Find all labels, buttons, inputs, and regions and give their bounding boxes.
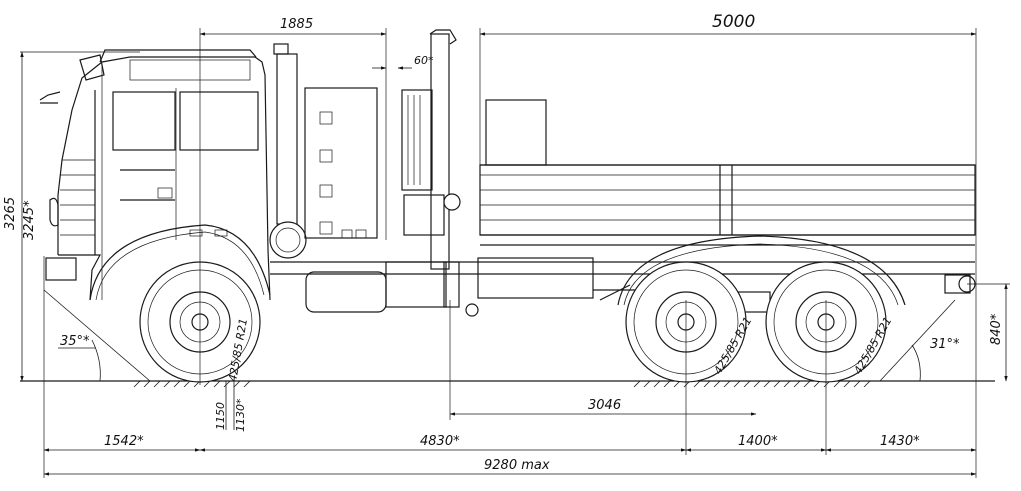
dim-5000-label: 5000 (712, 12, 755, 32)
dim-9280-label: 9280 max (484, 458, 550, 473)
ground-line (20, 380, 995, 388)
dim-4830-label: 4830* (420, 434, 460, 449)
dim-1885-label: 1885 (280, 17, 313, 32)
front-fender (89, 224, 271, 301)
rear-fender (617, 235, 906, 306)
dim-height: 3265 3245* (3, 51, 37, 382)
dim-1430-label: 1430* (880, 434, 920, 449)
dim-1542-label: 1542* (104, 434, 144, 449)
dim-840-label: 840* (989, 313, 1004, 345)
departure-angle: 31°* (879, 299, 960, 382)
equipment-box (304, 87, 378, 239)
exhaust-stack (269, 43, 307, 259)
dim-3046-label: 3046 (588, 398, 621, 413)
dim-3265-label: 3265 (3, 197, 18, 230)
dim-1400-label: 1400* (738, 434, 778, 449)
extension-lines (20, 28, 1010, 478)
cargo-body (479, 99, 976, 246)
departure-angle-label: 31°* (930, 337, 960, 352)
dim-chain: 1542* 4830* 1400* 1430* (43, 434, 977, 452)
dim-1885: 1885 (199, 17, 387, 36)
dim-60-label: 60* (414, 54, 434, 67)
dim-1130-label: 1130* (234, 398, 247, 432)
dim-1150-label: 1150 (214, 402, 227, 430)
dim-overall-length: 9280 max (43, 458, 977, 476)
dim-3245-label: 3245* (22, 200, 37, 240)
dim-840: 840* (989, 283, 1008, 382)
dim-5000: 5000 (479, 12, 977, 36)
dim-front-clearance: 1150 1130* (214, 381, 247, 432)
dim-3046: 3046 (449, 398, 757, 416)
dim-60: 60* (372, 54, 434, 70)
crane (401, 29, 479, 317)
approach-angle: 35°* (43, 289, 151, 382)
approach-angle-label: 35°* (60, 334, 90, 349)
cab (39, 49, 271, 301)
